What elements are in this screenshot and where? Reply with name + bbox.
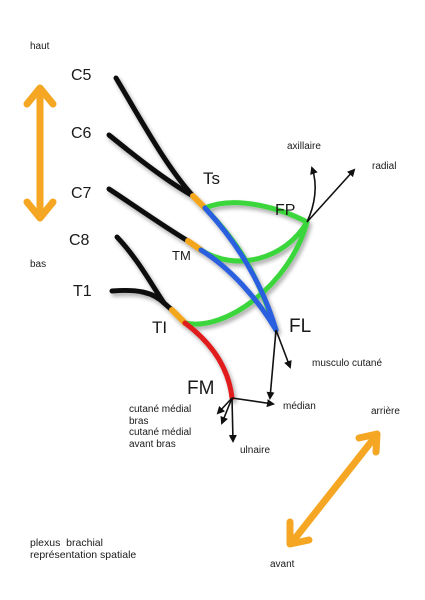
nerve-label-radial: radial xyxy=(372,161,397,172)
caption: plexus brachial représentation spatiale xyxy=(30,537,136,561)
trunk-label-inferior: TI xyxy=(152,318,168,337)
root-c6 xyxy=(106,132,196,199)
roots xyxy=(106,75,196,313)
vertical-orientation-arrow xyxy=(23,84,57,222)
label-down: bas xyxy=(30,259,47,270)
root-label-c6: C6 xyxy=(71,125,92,142)
lateral-cord xyxy=(198,205,279,333)
axillary-branch xyxy=(306,166,318,223)
root-label-c5: C5 xyxy=(71,67,92,84)
cutaneous-arm-line2: bras xyxy=(129,416,149,427)
nerve-label-cutaneous-forearm: cutané médial avant bras xyxy=(129,427,191,451)
label-up: haut xyxy=(30,41,50,52)
label-front: avant xyxy=(270,559,295,570)
root-c7 xyxy=(106,186,191,244)
radial-branch xyxy=(306,168,356,223)
cord-label-lateral: FL xyxy=(289,316,312,337)
nerve-label-ulnar: ulnaire xyxy=(240,445,271,456)
musculocutaneous-branch xyxy=(275,329,292,369)
medial-cord xyxy=(182,320,235,401)
cutaneous-arm-branch xyxy=(216,397,233,415)
junction-middle xyxy=(185,238,204,253)
nerve-label-cutaneous-arm: cutané médial bras xyxy=(129,404,191,428)
lateral-to-median-branch xyxy=(266,329,277,400)
junction-superior xyxy=(190,193,208,211)
junction-inferior xyxy=(169,307,188,326)
nerve-label-axillary: axillaire xyxy=(287,141,321,152)
depth-orientation-arrow xyxy=(286,430,381,548)
root-label-c7: C7 xyxy=(71,185,92,202)
trunk-label-superior: Ts xyxy=(203,169,220,188)
nerve-label-musculocutaneous: musculo cutané xyxy=(312,358,383,369)
cutaneous-forearm-line1: cutané médial xyxy=(129,427,192,438)
nerve-label-median: médian xyxy=(283,401,316,412)
root-t1 xyxy=(109,287,167,306)
label-back: arrière xyxy=(371,406,400,417)
root-label-t1: T1 xyxy=(73,283,92,300)
cutaneous-forearm-line2: avant bras xyxy=(129,439,176,450)
ulnar-branch xyxy=(228,397,237,443)
cord-label-posterior: FP xyxy=(275,202,296,219)
nerve-branches xyxy=(216,166,356,443)
medial-to-median-branch xyxy=(231,397,275,408)
trunk-label-middle: TM xyxy=(172,248,191,263)
cutaneous-arm-line1: cutané médial xyxy=(129,404,192,415)
caption-line1: plexus brachial xyxy=(30,537,103,549)
trunk-junctions xyxy=(169,193,208,326)
caption-line2: représentation spatiale xyxy=(30,549,137,561)
cutaneous-forearm-branch xyxy=(220,397,233,425)
root-c5 xyxy=(113,75,196,199)
root-label-c8: C8 xyxy=(69,232,90,249)
cord-label-medial: FM xyxy=(187,378,215,399)
